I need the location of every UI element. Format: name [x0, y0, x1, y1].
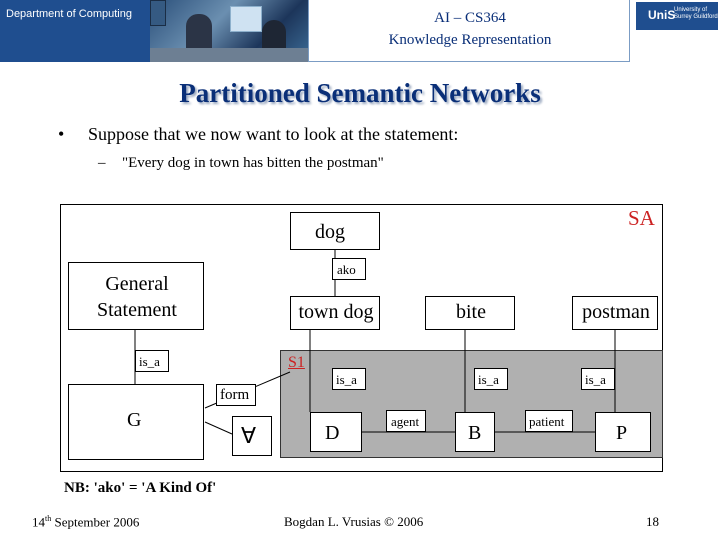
forall-symbol: ∀	[241, 423, 257, 448]
date-rest: September 2006	[51, 514, 140, 530]
node-general-statement: General Statement	[68, 262, 204, 330]
node-town-dog-label: town dog	[298, 301, 374, 323]
edge-label-is-a-b: is_a	[478, 372, 499, 387]
edge-label-ako: ako	[337, 262, 356, 277]
university-logo: UniS University of Surrey Guildford	[630, 0, 720, 62]
partition-s1-label: S1	[288, 354, 305, 371]
date-suffix: th	[45, 514, 52, 523]
department-label: Department of Computing	[6, 8, 132, 20]
node-g: G	[68, 384, 204, 460]
photo-screen	[150, 0, 166, 26]
node-town-dog: town dog	[290, 296, 380, 330]
edge-label-is-a-general: is_a	[139, 354, 160, 369]
photo-person	[186, 14, 212, 54]
edge-label-agent-box: agent	[386, 410, 426, 432]
node-bite: bite	[425, 296, 515, 330]
edge-label-is-a-general-box: is_a	[135, 350, 169, 372]
edge-label-is-a-d: is_a	[336, 372, 357, 387]
node-bite-label: bite	[456, 301, 486, 323]
logo-text: UniS	[648, 8, 676, 22]
node-postman-label: postman	[582, 301, 650, 323]
logo-box: UniS University of Surrey Guildford	[636, 2, 718, 30]
footnote: NB: 'ako' = 'A Kind Of'	[64, 480, 217, 496]
node-p: P	[595, 412, 651, 452]
node-dog: dog	[290, 212, 380, 250]
node-d-label: D	[325, 422, 340, 444]
node-postman: postman	[572, 296, 658, 330]
footer-date: 14th September 2006	[32, 514, 139, 530]
course-title: AI – CS364	[434, 10, 506, 26]
edge-label-ako-box: ako	[332, 258, 366, 280]
department-banner: Department of Computing	[0, 0, 150, 62]
edge-label-is-a-p-box: is_a	[581, 368, 615, 390]
node-b-label: B	[468, 422, 482, 444]
edge-label-agent: agent	[391, 414, 420, 429]
sub-bullet-marker: –	[98, 155, 106, 171]
edge-label-form-box: form	[216, 384, 256, 406]
course-subtitle: Knowledge Representation	[388, 32, 552, 48]
date-day: 14	[32, 514, 45, 530]
edge-label-patient-box: patient	[525, 410, 573, 432]
node-p-label: P	[616, 422, 628, 444]
bullet-marker: •	[58, 124, 65, 144]
edge-label-patient: patient	[529, 414, 565, 429]
edge-g-forall	[204, 421, 233, 435]
bullet-text: Suppose that we now want to look at the …	[88, 124, 459, 144]
edge-label-form: form	[220, 387, 250, 403]
node-forall: ∀	[232, 416, 272, 456]
photo-desk	[150, 48, 308, 62]
page-number: 18	[646, 514, 659, 529]
slide-title: Partitioned Semantic Networks	[179, 78, 541, 108]
photo-screen	[230, 6, 262, 32]
edge-label-is-a-d-box: is_a	[332, 368, 366, 390]
course-header: AI – CS364 Knowledge Representation	[308, 0, 630, 62]
node-general-statement-label: General Statement	[97, 273, 177, 321]
edge-label-is-a-b-box: is_a	[474, 368, 508, 390]
node-b: B	[455, 412, 495, 452]
node-d: D	[310, 412, 362, 452]
sa-label: SA	[628, 206, 655, 230]
edge-label-is-a-p: is_a	[585, 372, 606, 387]
logo-subtext: University of Surrey Guildford	[674, 7, 718, 20]
header-photo	[150, 0, 308, 62]
node-g-label: G	[127, 409, 142, 431]
sub-bullet-text: "Every dog in town has bitten the postma…	[122, 155, 384, 171]
node-dog-label: dog	[315, 221, 345, 243]
footer-author: Bogdan L. Vrusias © 2006	[284, 514, 424, 529]
